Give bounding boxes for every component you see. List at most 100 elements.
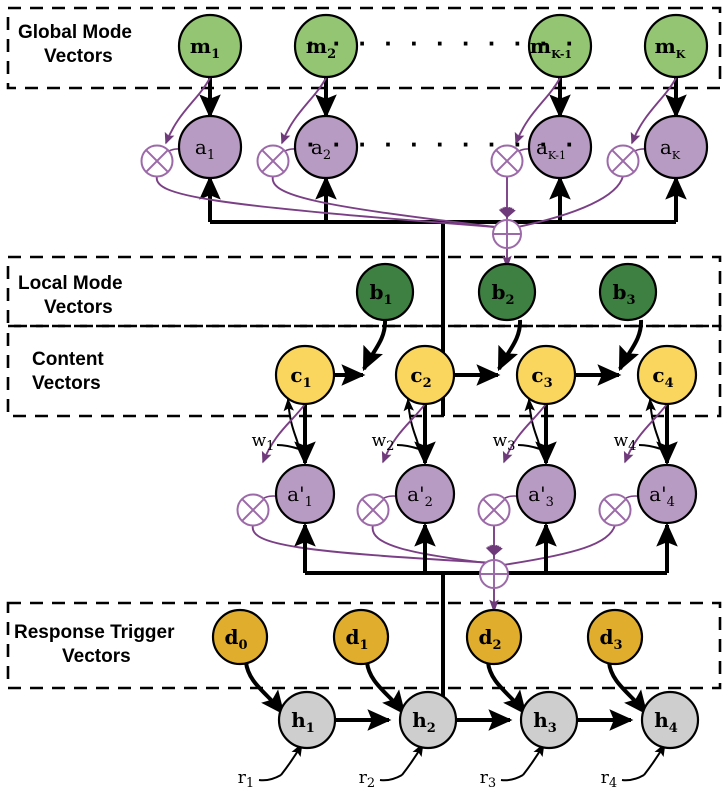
group-label-line1: Response Trigger <box>14 622 175 643</box>
node-c2[interactable]: c2 <box>394 344 456 406</box>
edges-d-to-h <box>244 661 648 715</box>
node-mK-1[interactable]: mK-1 <box>527 13 593 79</box>
edges-b-to-c <box>362 319 644 372</box>
edges-w-inputs <box>283 398 662 450</box>
node-d0[interactable]: d0 <box>211 608 269 666</box>
multiply-op-2 <box>256 144 290 178</box>
node-h2-label: h2 <box>412 708 436 736</box>
node-b1[interactable]: b1 <box>355 262 415 322</box>
node-h1-label: h1 <box>291 708 315 736</box>
edge-d0-h1 <box>244 661 285 715</box>
group-label-line1: Local Mode <box>18 273 123 294</box>
content-nodes: c1 c2 c3 c4 <box>274 344 698 406</box>
node-b2-label: b2 <box>491 280 514 308</box>
global-attention-nodes: a1 a2 aK-1 aK <box>177 114 709 180</box>
ellipsis-global-mode: · · · · · · · · · · · <box>307 28 579 58</box>
label-w2: w2 <box>372 431 395 454</box>
label-w3: w3 <box>493 431 516 454</box>
node-d3[interactable]: d3 <box>586 608 644 666</box>
label-r2: r2 <box>359 768 375 791</box>
edge-mult4p-sum <box>502 524 616 566</box>
node-h3[interactable]: h3 <box>519 690 579 750</box>
multiply-op-2p <box>356 493 390 527</box>
node-b3[interactable]: b3 <box>598 262 658 322</box>
edge-b1-c2 <box>362 319 388 372</box>
node-b1-label: b1 <box>369 280 392 308</box>
node-mK[interactable]: mK <box>643 13 709 79</box>
edge-d3-h4 <box>607 661 648 715</box>
node-m1[interactable]: m1 <box>177 13 243 79</box>
node-aK-1[interactable]: aK-1 <box>527 114 593 180</box>
edges-multiply-to-sum-local <box>251 524 616 566</box>
node-a1-prime[interactable]: a'1 <box>274 463 336 525</box>
group-label-local-mode: Local Mode Vectors <box>18 273 123 318</box>
local-mode-nodes: b1 b2 b3 <box>355 262 658 322</box>
group-label-line1: Content <box>32 349 104 370</box>
node-c3[interactable]: c3 <box>515 344 577 406</box>
node-a2-prime[interactable]: a'2 <box>394 463 456 525</box>
multiply-op-k <box>606 144 640 178</box>
node-m1-label: m1 <box>190 34 220 62</box>
node-a2-label: a2 <box>311 135 331 163</box>
group-label-global-mode: Global Mode Vectors <box>18 22 132 67</box>
edge-r3-h3 <box>522 743 545 776</box>
edge-c2-mult2p <box>381 403 426 464</box>
edges-bus-to-aprime <box>294 522 678 573</box>
node-aK-label: aK <box>660 135 681 162</box>
node-d3-label: d3 <box>599 625 622 653</box>
node-c4[interactable]: c4 <box>636 344 698 406</box>
node-b3-label: b3 <box>612 280 635 308</box>
sum-inflow-arrowheads-global <box>498 206 516 218</box>
group-label-response-trigger: Response Trigger Vectors <box>14 622 175 667</box>
node-h4-label: h4 <box>654 708 678 736</box>
node-c1[interactable]: c1 <box>274 344 336 406</box>
edge-b3-c4 <box>618 319 644 372</box>
edge-mult2-sum <box>271 175 496 228</box>
node-a3-prime[interactable]: a'3 <box>515 463 577 525</box>
group-label-line2: Vectors <box>32 373 101 394</box>
node-d1[interactable]: d1 <box>332 608 390 666</box>
w-input-labels: w1 w2 w3 w4 <box>252 431 637 454</box>
node-a2[interactable]: a2 <box>293 114 359 180</box>
edge-mK-multK <box>630 77 677 145</box>
edge-r1-h1 <box>280 743 303 776</box>
node-a1-prime-label: a'1 <box>287 482 313 510</box>
r-label-connectors <box>258 774 645 782</box>
sum-inflow-arrowheads-local <box>485 544 503 556</box>
group-label-line2: Vectors <box>44 46 113 67</box>
node-c2-label: c2 <box>410 363 431 391</box>
node-h4[interactable]: h4 <box>640 690 700 750</box>
node-d2[interactable]: d2 <box>465 608 523 666</box>
local-multiply-nodes <box>236 493 632 527</box>
group-label-line1: Global Mode <box>18 22 132 43</box>
group-box-local-mode <box>6 255 722 328</box>
edge-c3-mult3p <box>502 403 547 464</box>
group-box-content <box>6 324 722 418</box>
edges-m-to-a <box>199 76 687 119</box>
node-m2[interactable]: m2 <box>293 13 359 79</box>
label-r4: r4 <box>601 768 617 791</box>
node-h2[interactable]: h2 <box>398 690 458 750</box>
global-mode-nodes: m1 m2 mK-1 mK <box>177 13 709 79</box>
node-c1-label: c1 <box>290 363 311 391</box>
node-c3-label: c3 <box>531 363 552 391</box>
node-b2[interactable]: b2 <box>477 262 537 322</box>
node-a1[interactable]: a1 <box>177 114 243 180</box>
multiply-op-1 <box>140 144 174 178</box>
node-a4-prime[interactable]: a'4 <box>636 463 698 525</box>
node-h1[interactable]: h1 <box>277 690 337 750</box>
w-label-connectors <box>276 444 662 450</box>
local-sum-node <box>479 559 509 589</box>
edge-m1-mult1 <box>164 77 211 145</box>
edge-c4-mult4p <box>623 403 668 464</box>
multiply-op-4p <box>598 493 632 527</box>
edge-c1-mult1p <box>261 403 306 464</box>
node-aK[interactable]: aK <box>643 114 709 180</box>
edge-b2-c3 <box>497 319 523 372</box>
edge-mult1-sum <box>155 175 496 228</box>
ellipsis-global-attention: · · · · · · · · · · · <box>307 129 579 159</box>
label-r1: r1 <box>238 768 254 791</box>
group-label-content: Content Vectors <box>32 349 104 394</box>
global-multiply-nodes <box>140 144 640 178</box>
